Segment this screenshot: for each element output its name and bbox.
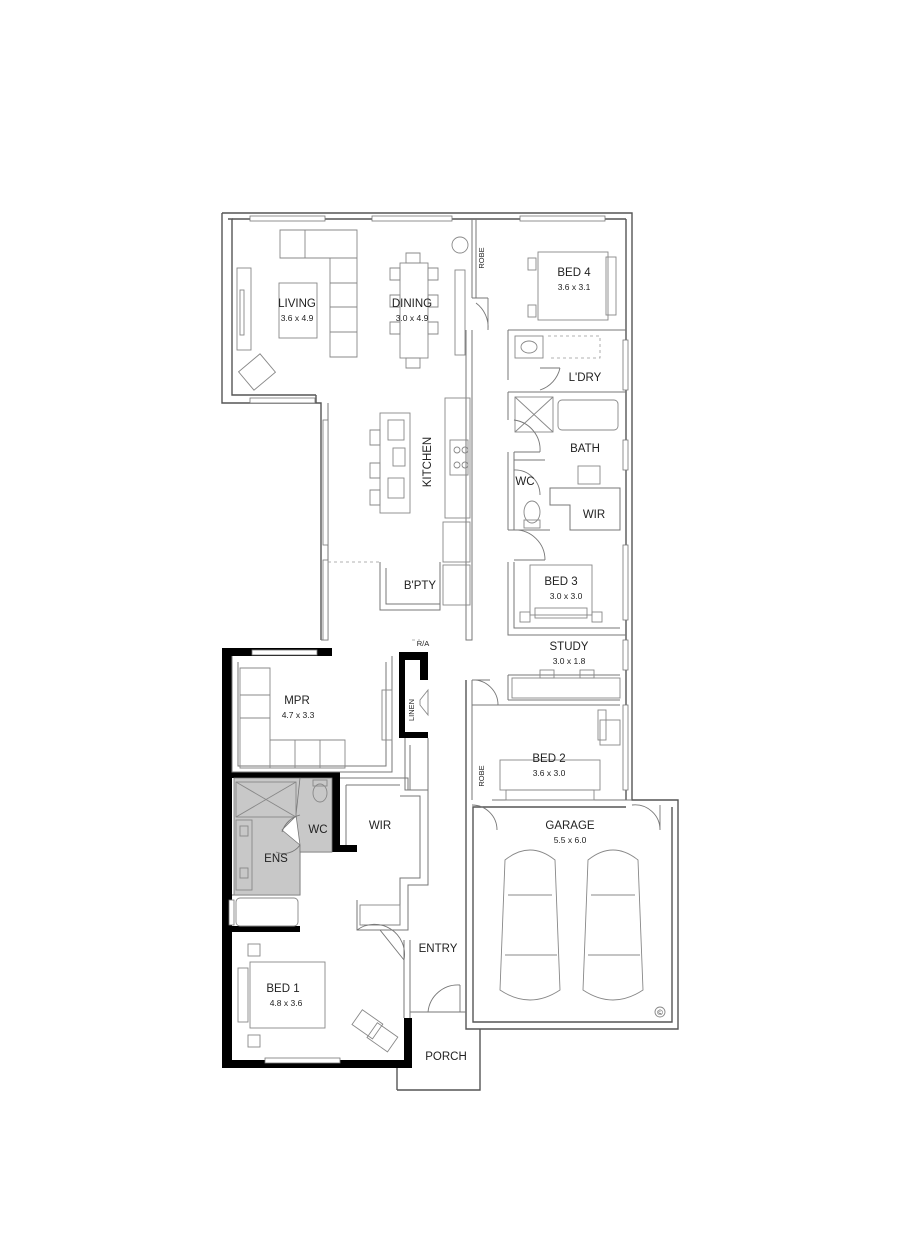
- bed1-size: 4.8 x 3.6: [270, 998, 303, 1008]
- laundry-label: L'DRY: [569, 372, 602, 384]
- doors: [275, 298, 661, 1013]
- porch-label: PORCH: [425, 1051, 467, 1063]
- bed3-size: 3.0 x 3.0: [550, 591, 583, 601]
- bed4-size: 3.6 x 3.1: [558, 282, 591, 292]
- bed3-label: BED 3: [544, 576, 577, 588]
- heavy-walls: [222, 648, 428, 1068]
- wc-main-label: WC: [515, 476, 534, 488]
- wir-bed1-label: WIR: [369, 820, 391, 832]
- wet-areas: [233, 777, 333, 896]
- bath-label: BATH: [570, 443, 600, 455]
- robe-bed4-label: ROBE: [477, 247, 486, 268]
- dining-size: 3.0 x 4.9: [396, 313, 429, 323]
- windows: [228, 215, 629, 1064]
- dining-label: DINING: [392, 298, 432, 310]
- kitchen-label: KITCHEN: [422, 437, 434, 487]
- robe-bed2-label: ROBE: [477, 765, 486, 786]
- mpr-label: MPR: [284, 695, 310, 707]
- wc-ens-label: WC: [308, 824, 327, 836]
- room-labels: LIVING 3.6 x 4.9 DINING 3.0 x 4.9 BED 4 …: [264, 247, 663, 1063]
- fixtures: [235, 229, 666, 1053]
- study-size: 3.0 x 1.8: [553, 656, 586, 666]
- bed2-size: 3.6 x 3.0: [533, 768, 566, 778]
- garage-label: GARAGE: [545, 820, 595, 832]
- entry-label: ENTRY: [419, 943, 458, 955]
- study-label: STUDY: [550, 641, 589, 653]
- bed1-label: BED 1: [266, 983, 299, 995]
- ra-label: R/A: [417, 639, 430, 648]
- living-size: 3.6 x 4.9: [281, 313, 314, 323]
- copyright-mark: ©: [657, 1008, 663, 1017]
- wir-bed3-label: WIR: [583, 509, 605, 521]
- living-label: LIVING: [278, 298, 316, 310]
- bed4-label: BED 4: [557, 267, 591, 279]
- mpr-size: 4.7 x 3.3: [282, 710, 315, 720]
- garage-size: 5.5 x 6.0: [554, 835, 587, 845]
- bed2-label: BED 2: [532, 753, 565, 765]
- linen-label: LINEN: [407, 699, 416, 721]
- ens-label: ENS: [264, 853, 288, 865]
- bpty-label: B'PTY: [404, 580, 437, 592]
